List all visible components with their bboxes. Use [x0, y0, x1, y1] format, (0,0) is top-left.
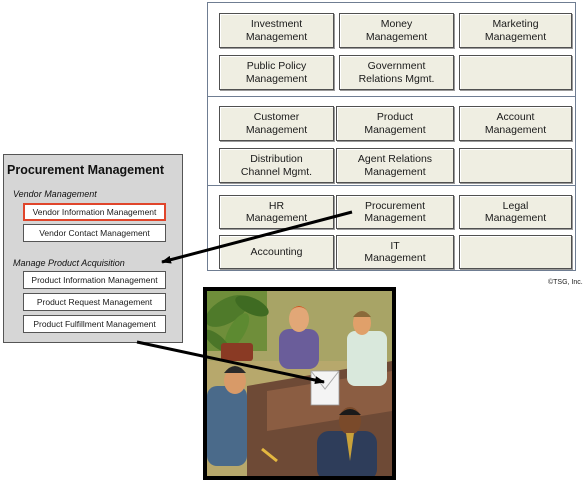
- grid-cell-legal-management[interactable]: Legal Management: [459, 195, 572, 229]
- sub-item-product-request[interactable]: Product Request Management: [23, 293, 166, 311]
- grid-cell-procurement-management[interactable]: Procurement Management: [336, 195, 454, 229]
- band-divider: [208, 96, 575, 97]
- sub-item-product-fulfillment[interactable]: Product Fulfillment Management: [23, 315, 166, 333]
- meeting-illustration: [203, 287, 396, 480]
- grid-cell-hr-management[interactable]: HR Management: [219, 195, 334, 229]
- person-right-icon: [347, 311, 387, 386]
- pencil-icon: [261, 447, 278, 463]
- grid-cell-empty: [459, 55, 572, 90]
- grid-cell-marketing-management[interactable]: Marketing Management: [459, 13, 572, 48]
- band-divider: [208, 185, 575, 186]
- grid-cell-empty: [459, 148, 572, 183]
- sub-item-vendor-information[interactable]: Vendor Information Management: [23, 203, 166, 221]
- capability-grid: Investment Management Money Management M…: [207, 2, 576, 271]
- section-label-product: Manage Product Acquisition: [13, 258, 125, 268]
- meeting-scene: [207, 291, 392, 476]
- section-label-vendor: Vendor Management: [13, 189, 97, 199]
- grid-cell-government-relations[interactable]: Government Relations Mgmt.: [339, 55, 454, 90]
- copyright-notice: ©TSG, Inc.: [548, 279, 583, 286]
- grid-cell-investment-management[interactable]: Investment Management: [219, 13, 334, 48]
- grid-cell-agent-relations[interactable]: Agent Relations Management: [336, 148, 454, 183]
- grid-cell-accounting[interactable]: Accounting: [219, 235, 334, 269]
- procurement-panel: Procurement Management Vendor Management…: [3, 154, 183, 343]
- sub-item-vendor-contact[interactable]: Vendor Contact Management: [23, 224, 166, 242]
- grid-cell-empty: [459, 235, 572, 269]
- grid-cell-customer-management[interactable]: Customer Management: [219, 106, 334, 141]
- grid-cell-product-management[interactable]: Product Management: [336, 106, 454, 141]
- grid-cell-it-management[interactable]: IT Management: [336, 235, 454, 269]
- grid-cell-public-policy-management[interactable]: Public Policy Management: [219, 55, 334, 90]
- sub-item-product-information[interactable]: Product Information Management: [23, 271, 166, 289]
- grid-cell-money-management[interactable]: Money Management: [339, 13, 454, 48]
- panel-title: Procurement Management: [7, 163, 164, 177]
- grid-cell-distribution-channel[interactable]: Distribution Channel Mgmt.: [219, 148, 334, 183]
- envelope-icon: [310, 370, 340, 406]
- grid-cell-account-management[interactable]: Account Management: [459, 106, 572, 141]
- person-front-icon: [317, 407, 377, 476]
